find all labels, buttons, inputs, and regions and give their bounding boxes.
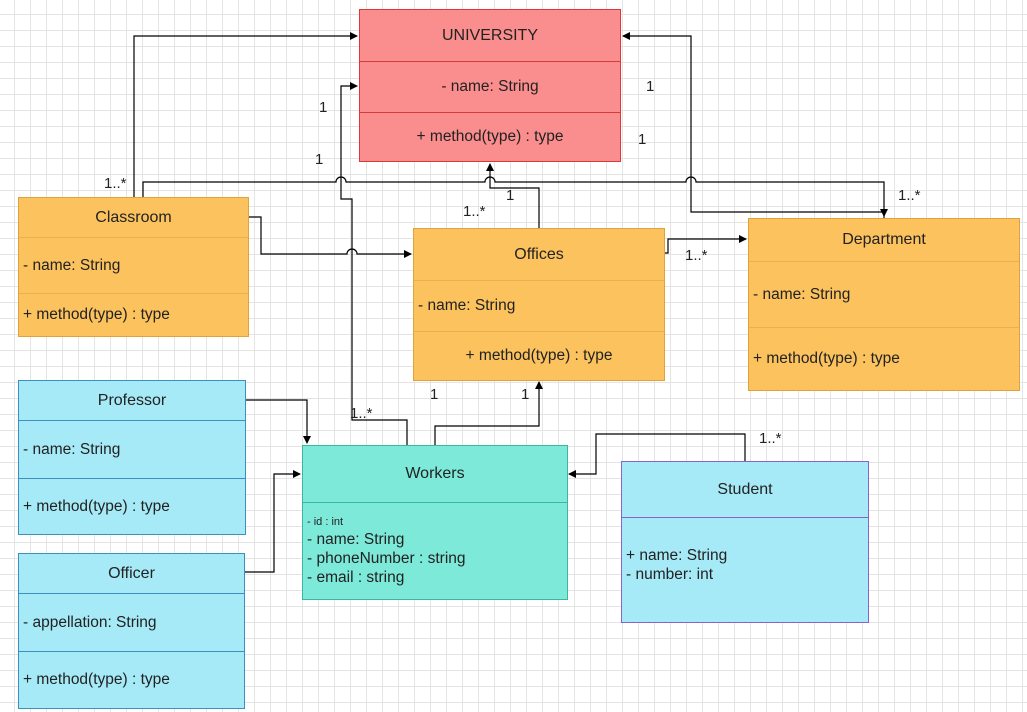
class-offices-attribute: - name: String bbox=[414, 280, 664, 331]
multiplicity-label: 1 bbox=[315, 151, 324, 168]
multiplicity-label: 1 bbox=[319, 99, 328, 116]
multiplicity-label: 1..* bbox=[759, 430, 782, 447]
class-workers-attr-email: - email : string bbox=[307, 569, 405, 586]
class-professor-title: Professor bbox=[97, 391, 167, 409]
class-workers-attr-phone: - phoneNumber : string bbox=[307, 550, 466, 567]
class-classroom-attribute: - name: String bbox=[19, 237, 248, 293]
class-offices-title: Offices bbox=[514, 245, 564, 263]
multiplicity-label: 1..* bbox=[898, 187, 921, 204]
class-classroom-method: + method(type) : type bbox=[19, 293, 248, 336]
class-professor-attribute: - name: String bbox=[19, 420, 245, 478]
class-university-title: UNIVERSITY bbox=[441, 26, 538, 44]
class-student-attr-number: - number: int bbox=[626, 566, 714, 583]
multiplicity-label: 1 bbox=[646, 78, 655, 95]
class-student-attributes: + name: String - number: int bbox=[622, 517, 868, 622]
class-department-method: + method(type) : type bbox=[749, 327, 1019, 390]
connector-classroom-university bbox=[133, 32, 358, 197]
class-officer-title: Officer bbox=[108, 564, 155, 582]
multiplicity-label: 1 bbox=[521, 386, 530, 403]
connector-department-university bbox=[622, 32, 885, 218]
connector-professor-workers bbox=[246, 399, 311, 444]
connector-officer-workers bbox=[245, 470, 301, 573]
class-student-title: Student bbox=[717, 480, 773, 498]
class-offices[interactable]: Offices - name: String + method(type) : … bbox=[413, 228, 665, 381]
class-professor-method: + method(type) : type bbox=[19, 478, 245, 534]
connector-student-workers bbox=[568, 433, 746, 478]
class-department-title: Department bbox=[842, 231, 926, 248]
class-department-attribute: - name: String bbox=[749, 261, 1019, 327]
connector-classroom-offices bbox=[248, 216, 412, 258]
class-workers-attributes: - id : int - name: String - phoneNumber … bbox=[303, 502, 567, 599]
connector-workers-offices bbox=[434, 381, 543, 445]
multiplicity-label: 1 bbox=[638, 131, 647, 148]
connector-classroom-department bbox=[142, 176, 888, 217]
class-workers[interactable]: Workers - id : int - name: String - phon… bbox=[302, 445, 568, 600]
class-officer-method: + method(type) : type bbox=[19, 651, 244, 708]
multiplicity-label: 1..* bbox=[104, 175, 127, 192]
class-workers-attr-name: - name: String bbox=[307, 531, 405, 548]
class-officer-attribute: - appellation: String bbox=[19, 593, 244, 651]
class-classroom[interactable]: Classroom - name: String + method(type) … bbox=[18, 197, 249, 337]
class-university-attribute: - name: String bbox=[360, 61, 620, 112]
class-university[interactable]: UNIVERSITY - name: String + method(type)… bbox=[359, 9, 621, 162]
class-student-attr-name: + name: String bbox=[626, 547, 728, 564]
class-department[interactable]: Department - name: String + method(type)… bbox=[748, 218, 1020, 391]
multiplicity-label: 1..* bbox=[685, 247, 708, 264]
multiplicity-label: 1..* bbox=[463, 203, 486, 220]
class-classroom-title: Classroom bbox=[95, 208, 172, 226]
connector-offices-department bbox=[665, 235, 747, 254]
class-workers-title: Workers bbox=[405, 465, 465, 482]
class-workers-attr-id: - id : int bbox=[307, 516, 344, 528]
connector-workers-university bbox=[340, 82, 408, 445]
class-university-method: + method(type) : type bbox=[360, 112, 620, 161]
multiplicity-label: 1..* bbox=[350, 405, 373, 422]
connector-offices-university bbox=[486, 163, 540, 228]
class-officer[interactable]: Officer - appellation: String + method(t… bbox=[18, 553, 245, 709]
multiplicity-label: 1 bbox=[506, 187, 515, 204]
class-student[interactable]: Student + name: String - number: int bbox=[621, 461, 869, 623]
multiplicity-label: 1 bbox=[430, 386, 439, 403]
class-professor[interactable]: Professor - name: String + method(type) … bbox=[18, 380, 246, 535]
class-offices-method: + method(type) : type bbox=[414, 331, 664, 380]
